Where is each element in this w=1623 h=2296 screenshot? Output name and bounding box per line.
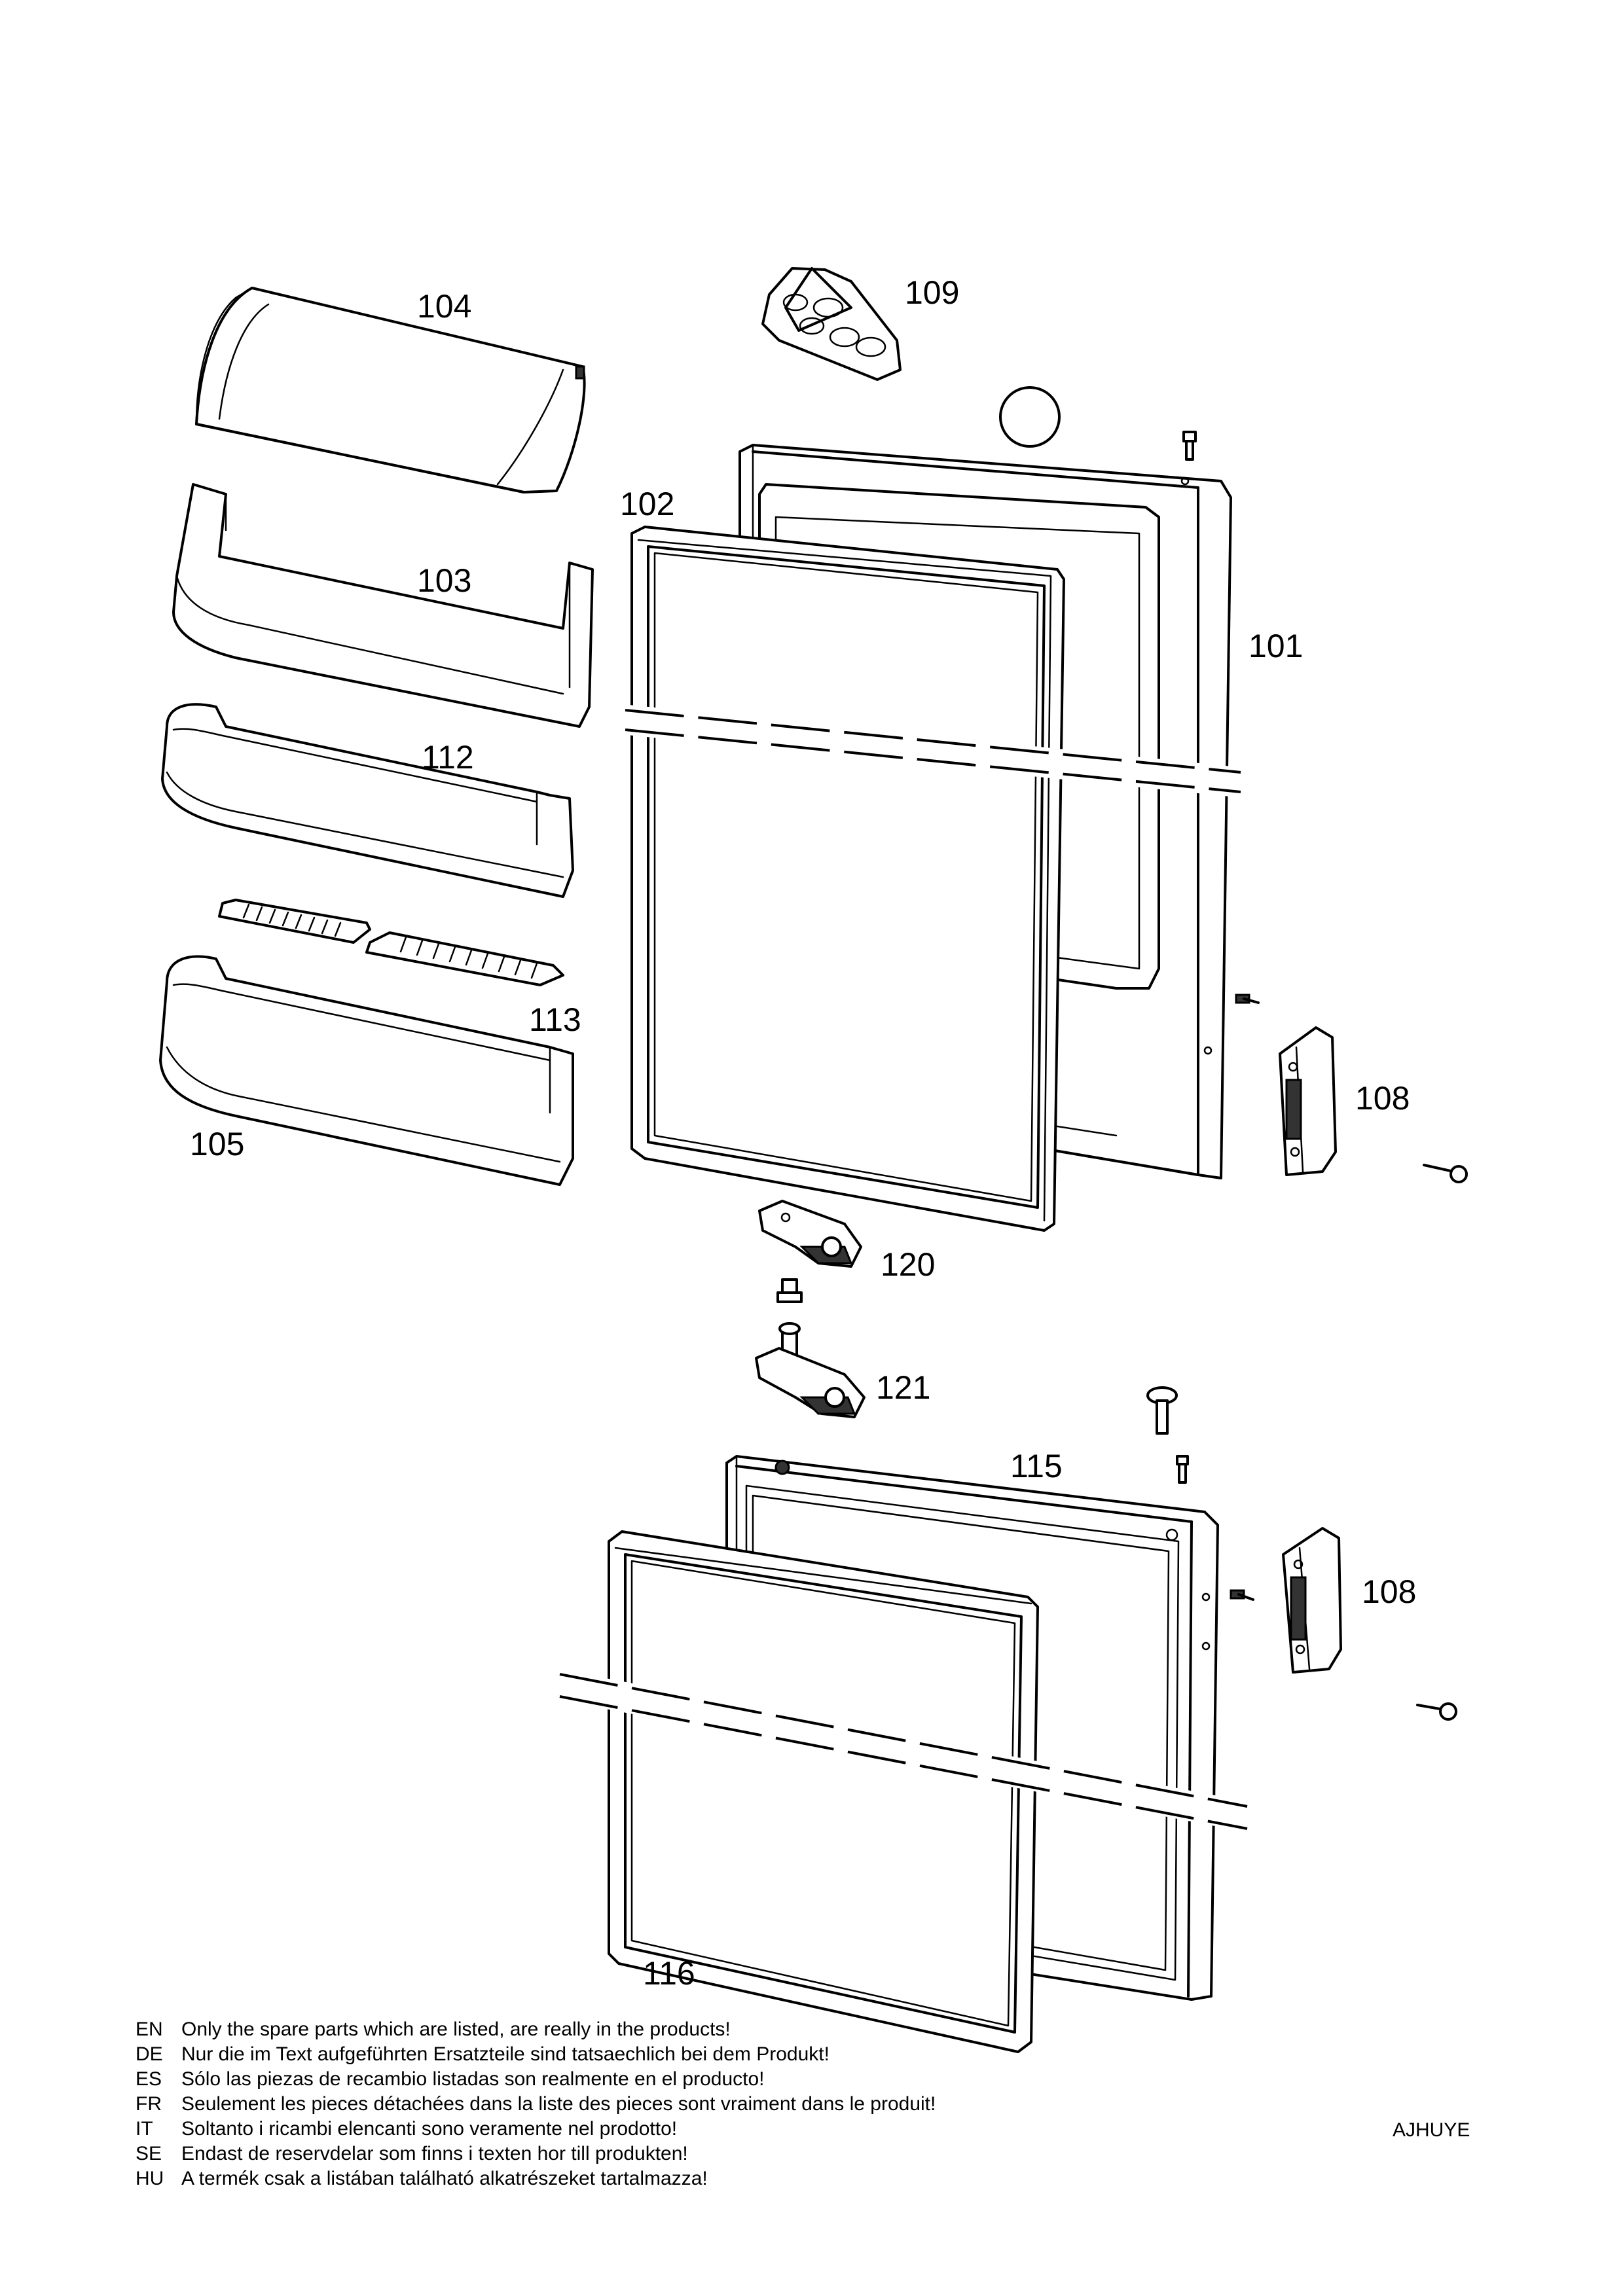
part-120-hinge: [758, 1200, 862, 1268]
screw-lower-door-top: [1146, 1386, 1189, 1484]
label-109: 109: [905, 274, 960, 311]
label-112: 112: [422, 739, 474, 776]
label-113: 113: [529, 1001, 581, 1038]
part-109-egg-tray: [761, 267, 902, 381]
spare-parts-notice: EN Only the spare parts which are listed…: [136, 2017, 936, 2191]
hinge-pin: [776, 1278, 803, 1356]
note-text: Only the spare parts which are listed, a…: [181, 2018, 731, 2040]
document-reference-code: AJHUYE: [1393, 2119, 1470, 2141]
label-105: 105: [190, 1126, 245, 1162]
part-108-handle-upper: [1279, 1026, 1337, 1176]
note-es: ES Sólo las piezas de recambio listadas …: [136, 2067, 936, 2092]
note-de: DE Nur die im Text aufgeführten Ersatzte…: [136, 2042, 936, 2067]
label-103: 103: [417, 562, 472, 599]
note-se: SE Endast de reservdelar som finns i tex…: [136, 2142, 936, 2166]
note-en: EN Only the spare parts which are listed…: [136, 2017, 936, 2042]
label-101: 101: [1249, 628, 1304, 664]
note-language-code: DE: [136, 2043, 163, 2065]
label-108-upper: 108: [1355, 1080, 1410, 1117]
screw-handle-upper: [1423, 1164, 1468, 1183]
cut-line-lower: [559, 1670, 1248, 1831]
label-116: 116: [643, 1955, 695, 1992]
note-text: Endast de reservdelar som finns i texten…: [181, 2143, 688, 2164]
part-116-lower-gasket: [608, 1530, 1039, 2053]
note-hu: HU A termék csak a listában található al…: [136, 2166, 936, 2191]
part-102-upper-gasket: [630, 526, 1065, 1232]
part-113-bottle-divider: [218, 899, 564, 986]
label-115: 115: [1010, 1448, 1063, 1484]
note-text: Nur die im Text aufgeführten Ersatzteile…: [181, 2043, 830, 2065]
part-108-handle-lower: [1282, 1527, 1342, 1674]
note-text: Sólo las piezas de recambio listadas son…: [181, 2068, 765, 2090]
note-text: Soltanto i ricambi elencanti sono verame…: [181, 2118, 678, 2140]
note-language-code: HU: [136, 2168, 164, 2189]
screw-side-upper: [1235, 994, 1260, 1004]
note-language-code: IT: [136, 2118, 153, 2140]
part-104-dairy-lid: [195, 287, 586, 493]
label-108-lower: 108: [1362, 1573, 1417, 1610]
label-102: 102: [620, 486, 675, 522]
label-120: 120: [881, 1246, 936, 1283]
note-text: A termék csak a listában található alkat…: [181, 2168, 708, 2189]
note-it: IT Soltanto i ricambi elencanti sono ver…: [136, 2117, 936, 2142]
cut-line-upper: [625, 705, 1241, 797]
note-language-code: ES: [136, 2068, 162, 2090]
note-fr: FR Seulement les pieces détachées dans l…: [136, 2092, 936, 2117]
note-language-code: FR: [136, 2093, 162, 2115]
part-105-bottom-shelf: [159, 955, 574, 1186]
screw-handle-lower: [1416, 1702, 1457, 1721]
note-language-code: EN: [136, 2018, 163, 2040]
screw-side-lower: [1230, 1589, 1254, 1601]
note-text: Seulement les pieces détachées dans la l…: [181, 2093, 936, 2115]
part-121-hinge: [755, 1347, 866, 1418]
note-language-code: SE: [136, 2143, 162, 2164]
part-103-door-shelf: [172, 483, 594, 728]
round-cap: [999, 386, 1061, 448]
label-104: 104: [417, 288, 472, 325]
screw-top-upper-door: [1182, 431, 1197, 461]
part-112-bottle-shelf: [161, 703, 574, 898]
label-121: 121: [876, 1369, 931, 1406]
